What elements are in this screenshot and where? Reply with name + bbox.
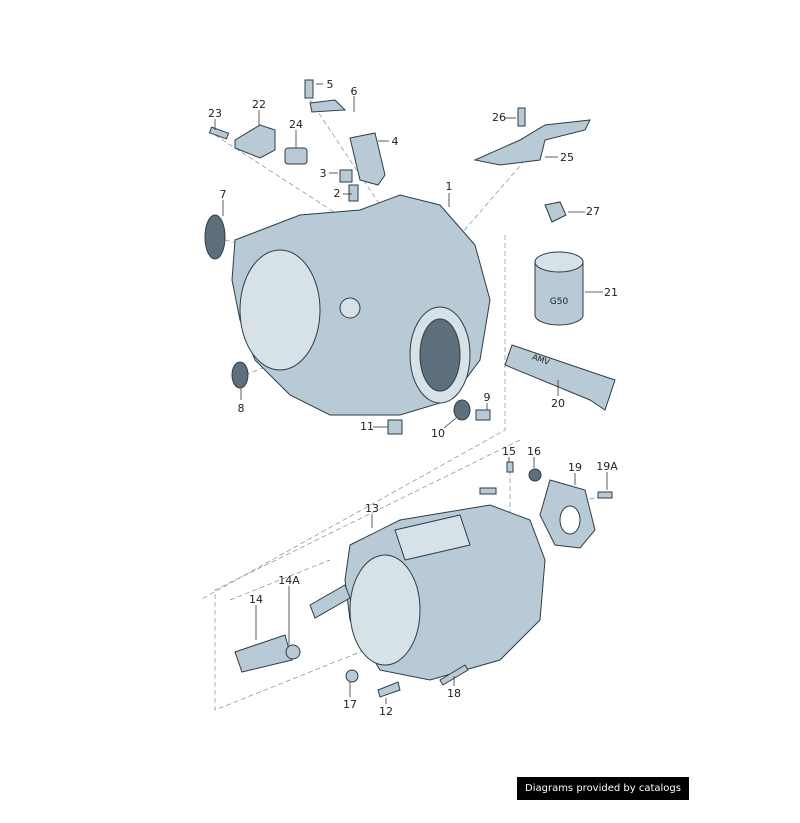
- label-5: 5: [327, 78, 334, 91]
- label-7: 7: [220, 188, 227, 201]
- nut-16: [528, 468, 542, 482]
- gearbox-housing-1: [231, 194, 491, 416]
- sensor-24: [284, 147, 308, 165]
- leader-lines: [214, 83, 608, 704]
- label-16: 16: [527, 445, 541, 458]
- label-2: 2: [334, 187, 341, 200]
- label-17: 17: [343, 698, 357, 711]
- credit-banner: Diagrams provided by catalogs parts: [517, 777, 689, 817]
- label-11: 11: [360, 420, 374, 433]
- label-22: 22: [252, 98, 266, 111]
- label-25: 25: [560, 151, 574, 164]
- seal-8: [231, 361, 249, 389]
- pin-12: [377, 681, 401, 698]
- label-14A: 14A: [278, 574, 300, 587]
- plug-11: [387, 419, 403, 435]
- bolt-26: [517, 107, 526, 127]
- can-label-text: G50: [550, 297, 569, 307]
- bolt: [479, 487, 497, 495]
- bolt-19A: [597, 491, 613, 499]
- shaft: [309, 584, 351, 619]
- label-12: 12: [379, 705, 393, 718]
- grease-can-21: G50: [534, 251, 584, 326]
- label-3: 3: [320, 167, 327, 180]
- label-23: 23: [208, 107, 222, 120]
- label-13: 13: [365, 502, 379, 515]
- label-4: 4: [392, 135, 399, 148]
- cap-3: [339, 169, 353, 183]
- callout-labels: 1 2 3 4 5 6 7 8 9 10 11 12 13 14 14A 15 …: [208, 78, 618, 718]
- label-1: 1: [446, 180, 453, 193]
- exploded-parts-diagram: G50 AMV 1 2 3 4 5 6 7 8 9 10 11 12 13 14…: [199, 78, 618, 718]
- label-20: 20: [551, 397, 565, 410]
- cap-27: [544, 201, 567, 223]
- bolt-17: [345, 669, 359, 683]
- label-24: 24: [289, 118, 303, 131]
- label-6: 6: [351, 85, 358, 98]
- label-8: 8: [238, 402, 245, 415]
- bolt-23: [208, 126, 230, 140]
- pin-15: [506, 461, 514, 473]
- sealant-tube-20: AMV: [504, 344, 616, 411]
- transmission-case-13: [344, 504, 546, 681]
- switch-4: [349, 132, 386, 186]
- label-26: 26: [492, 111, 506, 124]
- label-19: 19: [568, 461, 582, 474]
- label-21: 21: [604, 286, 618, 299]
- label-18: 18: [447, 687, 461, 700]
- bolt-5: [304, 79, 314, 99]
- cover-19-hole: [559, 505, 581, 535]
- label-19A: 19A: [596, 460, 618, 473]
- label-9: 9: [484, 391, 491, 404]
- bushing-14A: [285, 644, 301, 660]
- label-15: 15: [502, 445, 516, 458]
- plug-9: [475, 409, 491, 421]
- small-parts: [204, 79, 613, 698]
- seal-7: [204, 214, 226, 260]
- label-14: 14: [249, 593, 263, 606]
- label-27: 27: [586, 205, 600, 218]
- shaft-14: [234, 634, 293, 673]
- bracket-6: [309, 99, 347, 113]
- bracket-22: [234, 124, 276, 159]
- bracket-25: [473, 119, 591, 166]
- label-10: 10: [431, 427, 445, 440]
- pin-2: [348, 184, 359, 202]
- seal-10: [453, 399, 471, 421]
- bolt-18: [439, 664, 469, 686]
